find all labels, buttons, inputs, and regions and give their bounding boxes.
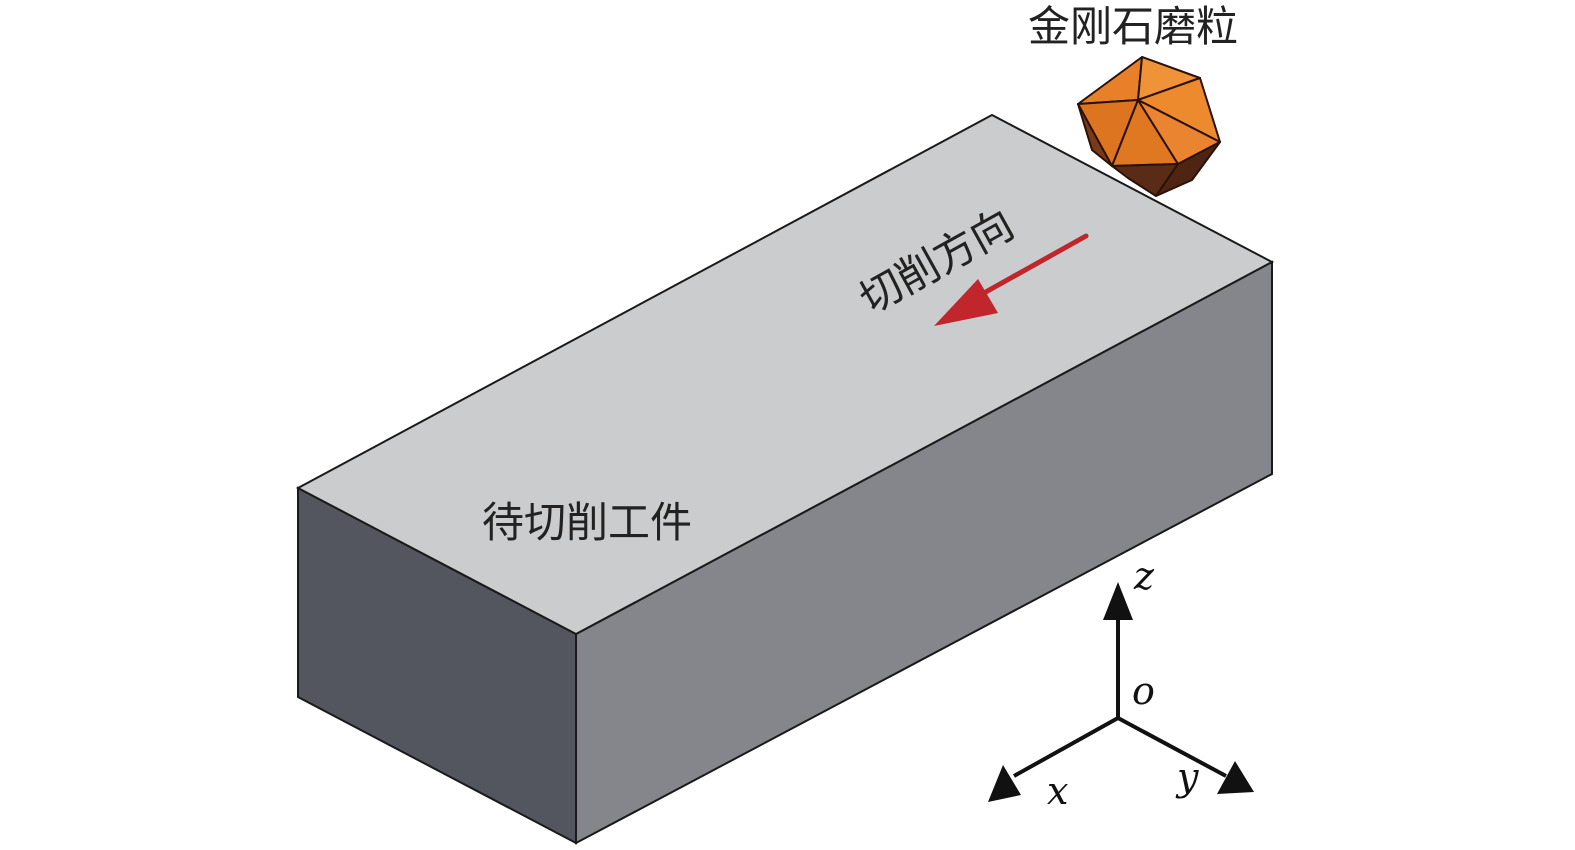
x-axis-label: x [1047,769,1068,813]
grain-facet [1077,56,1143,105]
arrow-shaft [972,233,1089,301]
diamond-grain [1077,56,1221,197]
coordinate-axes [988,582,1254,802]
cutting-direction-arrow [934,233,1089,326]
arrow-head [934,279,998,326]
workpiece-label: 待切削工件 [482,498,692,547]
grain-facet [1155,141,1221,197]
grain-facet [1077,103,1113,167]
y-axis-line [1117,716,1227,778]
origin-label: o [1132,669,1155,713]
grain-label: 金刚石磨粒 [1028,2,1238,51]
workpiece-top-face [295,113,1275,636]
x-axis-arrowhead [988,765,1021,802]
y-axis-label: y [1175,755,1199,799]
z-axis-arrowhead [1103,582,1133,620]
workpiece-block [295,113,1275,845]
z-axis-label: z [1133,554,1155,598]
x-axis-line [1013,716,1119,778]
y-axis-arrowhead [1217,761,1254,794]
